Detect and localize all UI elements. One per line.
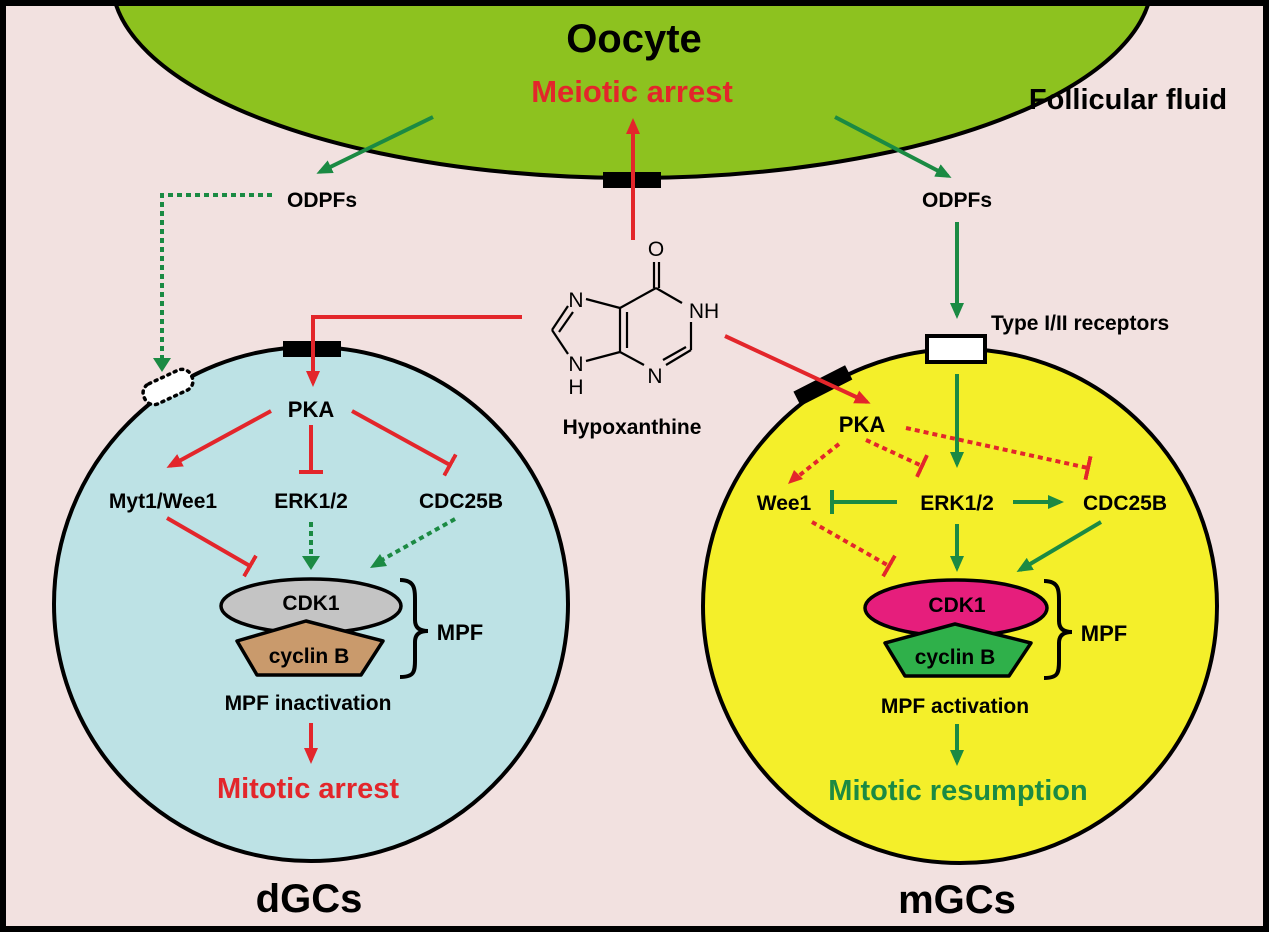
hypoxanthine-to-dgc-pka-arrow	[306, 315, 522, 387]
mgc-wee1-label: Wee1	[757, 492, 812, 515]
mgc-cyclinb-shape	[883, 622, 1033, 678]
follicular-fluid-label: Follicular fluid	[1029, 84, 1227, 116]
dgc-myt1-inhibits-mpf	[165, 516, 258, 578]
odpf-dotted-arrowhead-left	[153, 358, 171, 372]
odpf-arrow-right	[834, 115, 952, 178]
mgc-cdc25b-to-mpf-arrow	[1016, 520, 1103, 573]
mgc-cdc25b-label: CDC25B	[1083, 492, 1167, 515]
type-receptor	[925, 334, 987, 364]
hypoxanthine-atom-n3: N	[647, 365, 662, 388]
mgc-wee1-dotted-inhibits-mpf	[811, 520, 897, 578]
odpfs-label-right: ODPFs	[922, 189, 992, 212]
dgc-myt1-wee1-label: Myt1/Wee1	[109, 490, 217, 513]
hypoxanthine-atom-n9: N	[568, 353, 583, 376]
mgc-pka-dotted-inhibits-erk	[865, 438, 929, 478]
hypoxanthine-atom-nh: NH	[689, 300, 719, 323]
mgc-erk-label: ERK1/2	[920, 492, 994, 515]
dgc-cyclinb-label: cyclin B	[269, 645, 350, 668]
mgc-cell-label: mGCs	[898, 878, 1016, 922]
dgc-outcome-label: Mitotic arrest	[217, 773, 399, 805]
hypoxanthine-label: Hypoxanthine	[563, 416, 702, 439]
odpf-dotted-path-left	[160, 193, 272, 360]
dgc-cyclinb-shape	[235, 619, 385, 677]
mgc-pka-label: PKA	[839, 412, 886, 437]
mgc-gap-junction	[793, 365, 853, 406]
hypoxanthine-atom-n7: N	[568, 289, 583, 312]
mgc-outcome-label: Mitotic resumption	[828, 775, 1087, 807]
odpfs-label-left: ODPFs	[287, 189, 357, 212]
hypoxanthine-to-mgc-pka-arrow	[724, 334, 871, 404]
mgc-mpf-state-label: MPF activation	[881, 695, 1029, 718]
mgc-pka-dotted-arrowhead	[788, 470, 803, 484]
dgc-cdk1-label: CDK1	[282, 592, 339, 615]
mgc-mpf-label: MPF	[1081, 621, 1127, 646]
dgc-mpf-state-label: MPF inactivation	[225, 692, 392, 715]
hypoxanthine-atom-o: O	[648, 238, 664, 261]
mgc-pka-dotted-to-wee1	[794, 442, 841, 480]
dgc-missing-receptor	[141, 367, 195, 407]
oocyte-title: Oocyte	[566, 17, 702, 61]
mgc-pka-dotted-inhibits-cdc25b	[905, 426, 1093, 481]
mgc-cdk1-label: CDK1	[928, 594, 985, 617]
mgc-mpf-brace	[1043, 579, 1073, 680]
odpf-arrow-left	[316, 115, 434, 174]
hypoxanthine-atom-h9: H	[568, 376, 583, 399]
dgc-pka-inhibits-cdc25b	[351, 409, 458, 477]
meiotic-arrest-label: Meiotic arrest	[531, 74, 733, 109]
dgc-mpf-brace	[399, 578, 429, 679]
dgc-cdc25b-dotted-arrowhead	[370, 554, 387, 568]
dgc-pka-to-myt1-arrow	[166, 409, 272, 468]
dgc-erk-label: ERK1/2	[274, 490, 348, 513]
dgc-cell-label: dGCs	[256, 877, 363, 921]
dgc-erk-dotted-arrowhead	[302, 556, 320, 570]
dgc-cdc25b-label: CDC25B	[419, 490, 503, 513]
type-receptors-label: Type I/II receptors	[991, 312, 1169, 335]
mgc-cyclinb-label: cyclin B	[915, 646, 996, 669]
hypoxanthine-structure	[551, 262, 693, 366]
dgc-pka-label: PKA	[288, 397, 335, 422]
dgc-mpf-label: MPF	[437, 620, 483, 645]
